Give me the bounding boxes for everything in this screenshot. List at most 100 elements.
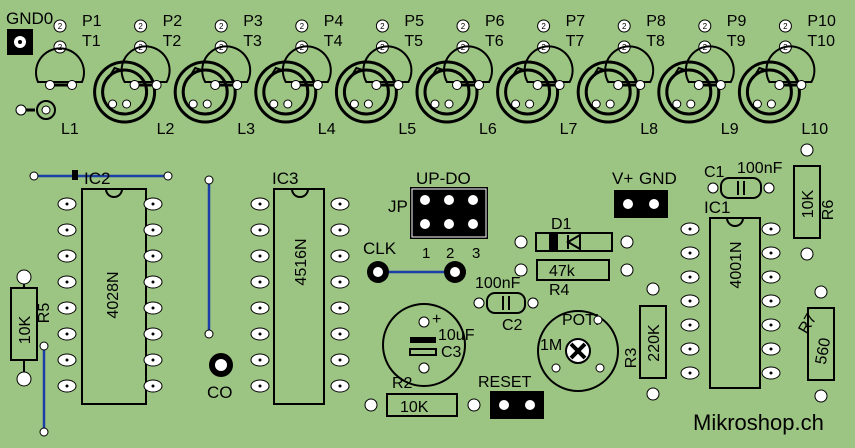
ic2-pins-left-8 — [57, 379, 77, 393]
r5-resistor — [10, 269, 38, 387]
ic1-part: 4001N — [728, 241, 745, 288]
ic2-pins-left-6 — [57, 327, 77, 341]
r2-label: R2 — [392, 375, 413, 392]
ic3-pins-right-4 — [330, 275, 350, 289]
r2-resistor — [364, 393, 481, 417]
svg-text:2: 2 — [541, 22, 546, 31]
ic2-pins-left-3 — [57, 249, 77, 263]
svg-text:2: 2 — [622, 22, 627, 31]
transistor-label-5: T5 — [404, 33, 423, 50]
power-header — [614, 190, 668, 218]
co-label: CO — [207, 383, 233, 402]
ic3-pins — [250, 197, 350, 393]
transistor-label-7: T7 — [566, 33, 585, 50]
pot-label-4: P4 — [324, 13, 344, 30]
transistor-label-10: T10 — [807, 33, 835, 50]
ic1-pins-right-1 — [761, 222, 781, 236]
r7-value: 560 — [813, 337, 834, 366]
poti-trimmer — [537, 310, 619, 392]
led-label-8: L8 — [640, 121, 658, 138]
led-label-6: L6 — [479, 121, 497, 138]
ic1-pins-left-2 — [680, 246, 700, 260]
pot-led-row: P1T122L1P2T222L2P3T322L3P4T422L4P5T522L5… — [15, 13, 836, 138]
svg-text:2: 2 — [461, 22, 466, 31]
ic3-pins-right-2 — [330, 223, 350, 237]
jp-pin-3: 3 — [472, 245, 480, 262]
ic1-pins-left-6 — [680, 342, 700, 356]
ic3-pins-right-1 — [330, 197, 350, 211]
pot-label-9: P9 — [727, 13, 747, 30]
ic1-pins-left-3 — [680, 270, 700, 284]
ic2-pins-left-7 — [57, 353, 77, 367]
led-label-3: L3 — [237, 121, 255, 138]
led-label-2: L2 — [157, 121, 175, 138]
ic1-pins-right-2 — [761, 246, 781, 260]
ic1-pins-right-6 — [761, 342, 781, 356]
clk-pads — [367, 261, 466, 283]
r6-label: R6 — [820, 200, 837, 221]
transistor-label-3: T3 — [243, 33, 262, 50]
ic2-pins-right-3 — [143, 249, 163, 263]
ic1-pins-right-5 — [761, 318, 781, 332]
ic3-pins-right-8 — [330, 379, 350, 393]
poti-value: 1M — [540, 337, 562, 354]
r3-value: 220K — [646, 324, 663, 362]
gnd0-pad — [7, 29, 33, 55]
led-label-1: L1 — [61, 121, 79, 138]
c3-plus: + — [432, 311, 441, 328]
reset-header — [490, 391, 544, 419]
d1-label: D1 — [551, 216, 572, 233]
r3-resistor — [639, 282, 667, 401]
ic2-pins-left-4 — [57, 275, 77, 289]
svg-text:2: 2 — [58, 22, 63, 31]
ic2-pins-right-8 — [143, 379, 163, 393]
jp-pin-1: 1 — [422, 245, 430, 262]
r6-resistor — [793, 143, 821, 261]
jp-pin-2: 2 — [446, 245, 454, 262]
c3-value: 10uF — [438, 327, 475, 344]
c2-label: C2 — [502, 317, 523, 334]
ic2-label: IC2 — [84, 169, 110, 188]
poti-label: POTI — [562, 312, 599, 329]
ic3-pins-left-8 — [250, 379, 270, 393]
ic1-pins-left-4 — [680, 294, 700, 308]
c3-label: C3 — [441, 344, 462, 361]
ic1-label: IC1 — [704, 198, 730, 217]
ic2-pins-right-4 — [143, 275, 163, 289]
ic3-pins-right-7 — [330, 353, 350, 367]
jp-label: JP — [388, 197, 408, 216]
ic1-pins-right-3 — [761, 270, 781, 284]
ic2-pins-right-1 — [143, 197, 163, 211]
ic3-pins-right-6 — [330, 327, 350, 341]
ic3-chip — [273, 188, 325, 405]
transistor-label-6: T6 — [485, 33, 504, 50]
pot-label-7: P7 — [566, 13, 586, 30]
led-label-4: L4 — [318, 121, 336, 138]
c2-value: 100nF — [475, 275, 521, 292]
ic2-pins-right-2 — [143, 223, 163, 237]
ic3-pins-left-6 — [250, 327, 270, 341]
pot-label-3: P3 — [243, 13, 263, 30]
vplus-label: V+ — [612, 169, 633, 188]
pot-label-5: P5 — [404, 13, 424, 30]
svg-text:2: 2 — [138, 22, 143, 31]
ic3-pins-left-5 — [250, 301, 270, 315]
ic3-pins-left-4 — [250, 275, 270, 289]
r4-resistor — [514, 259, 634, 281]
ic2-part: 4028N — [105, 271, 122, 318]
transistor-label-9: T9 — [727, 33, 746, 50]
ic3-pins-left-7 — [250, 353, 270, 367]
r3-label: R3 — [623, 348, 640, 369]
led-label-9: L9 — [721, 121, 739, 138]
jp-header — [410, 187, 488, 239]
traces — [34, 174, 455, 432]
ic1-pins-right-7 — [761, 366, 781, 380]
transistor-label-4: T4 — [324, 33, 343, 50]
